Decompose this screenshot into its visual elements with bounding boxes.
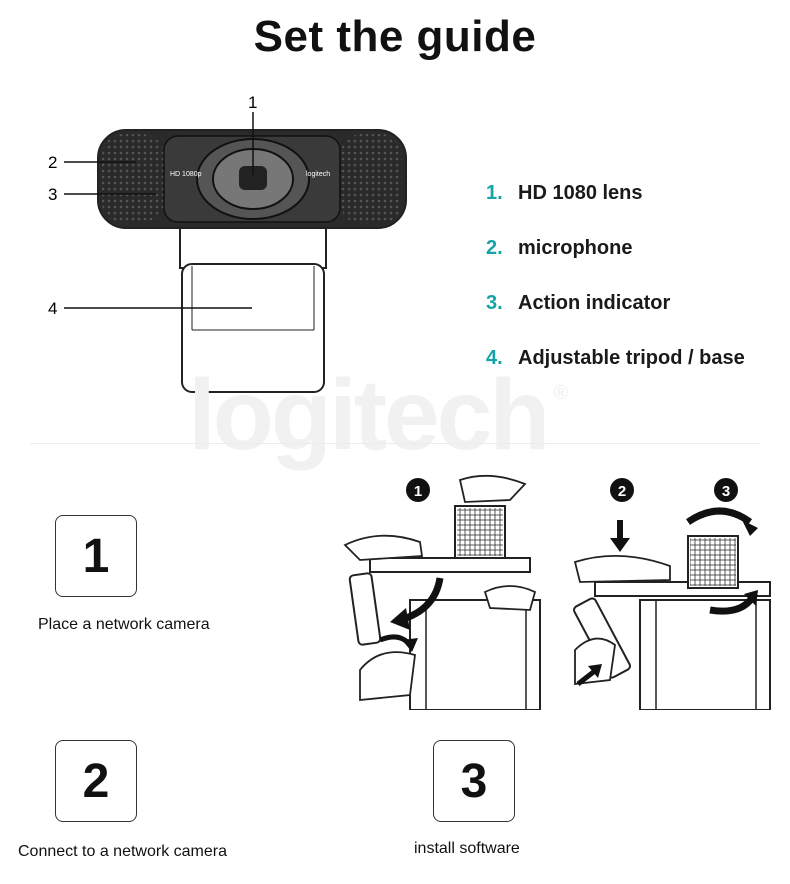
marker-3: 3 (722, 483, 730, 500)
callout-2: 2 (48, 153, 57, 172)
step-1-caption: Place a network camera (38, 616, 210, 633)
callout-1: 1 (248, 93, 257, 112)
feature-legend: 1.HD 1080 lens 2.microphone 3.Action ind… (486, 182, 745, 402)
legend-item: 1.HD 1080 lens (486, 182, 643, 204)
legend-item: 3.Action indicator (486, 292, 671, 314)
callout-4: 4 (48, 299, 57, 318)
callout-3: 3 (48, 185, 57, 204)
brand-text: logitech (306, 171, 330, 178)
step-2-box: 2 (55, 740, 137, 822)
step-3-caption: install software (414, 840, 520, 857)
step-3-box: 3 (433, 740, 515, 822)
divider (30, 443, 760, 444)
marker-1: 1 (414, 483, 422, 500)
webcam-diagram: HD 1080p logitech 1 2 3 4 (48, 93, 407, 393)
mounting-illustration-2: 2 3 (573, 478, 771, 710)
logitech-watermark: logitech® (188, 359, 568, 471)
lens-text: HD 1080p (170, 171, 202, 178)
legend-item: 2.microphone (486, 237, 633, 259)
page-title: Set the guide (253, 12, 537, 61)
marker-2: 2 (618, 483, 626, 500)
legend-item: 4.Adjustable tripod / base (486, 347, 745, 369)
mounting-illustration-1: 1 (343, 474, 541, 710)
step-2-caption: Connect to a network camera (18, 843, 227, 860)
step-1-box: 1 (55, 515, 137, 597)
